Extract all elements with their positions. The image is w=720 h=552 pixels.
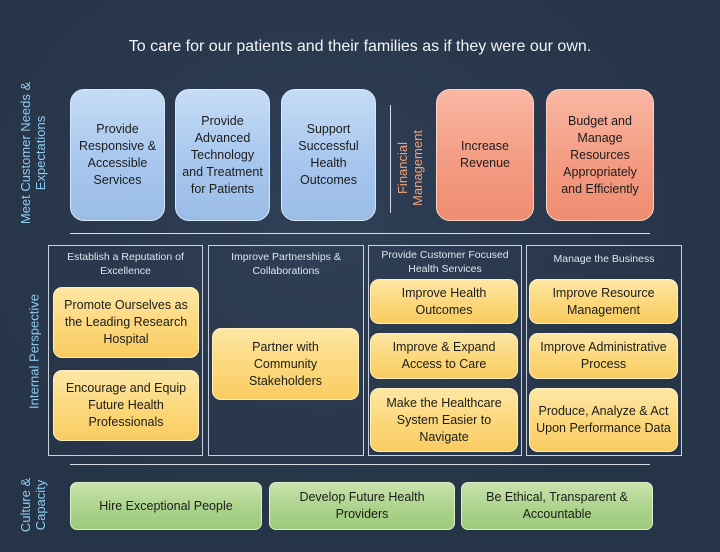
objective-administrative-process: Improve Administrative Process: [529, 333, 678, 379]
objective-ethical-accountable: Be Ethical, Transparent & Accountable: [461, 482, 653, 530]
objective-improve-health-outcomes: Improve Health Outcomes: [370, 279, 518, 324]
group-title: Establish a Reputation of Excellence: [67, 251, 184, 277]
objective-responsive-services: Provide Responsive & Accessible Services: [70, 89, 165, 221]
group-customer-focused: Provide Customer Focused Health Services: [368, 245, 522, 456]
internal-culture-divider: [70, 464, 650, 465]
customer-financial-divider: [390, 105, 391, 213]
culture-perspective-label: Culture & Capacity: [18, 477, 48, 533]
financial-perspective-label: Financial Management: [395, 130, 425, 206]
internal-perspective-label: Internal Perspective: [26, 294, 42, 409]
objective-promote-research: Promote Ourselves as the Leading Researc…: [53, 287, 199, 358]
group-title: Provide Customer Focused Health Services: [381, 249, 509, 275]
objective-budget-resources: Budget and Manage Resources Appropriatel…: [546, 89, 654, 221]
customer-internal-divider: [70, 233, 650, 234]
objective-resource-management: Improve Resource Management: [529, 279, 678, 324]
mission-statement: To care for our patients and their famil…: [128, 38, 592, 55]
objective-performance-data: Produce, Analyze & Act Upon Performance …: [529, 388, 678, 452]
objective-easier-navigation: Make the Healthcare System Easier to Nav…: [370, 388, 518, 452]
objective-advanced-technology: Provide Advanced Technology and Treatmen…: [175, 89, 270, 221]
customer-perspective-label: Meet Customer Needs & Expectations: [18, 81, 48, 225]
objective-develop-providers: Develop Future Health Providers: [269, 482, 455, 530]
group-partnerships: Improve Partnerships & Collaborations: [208, 245, 364, 456]
objective-health-outcomes: Support Successful Health Outcomes: [281, 89, 376, 221]
objective-expand-access: Improve & Expand Access to Care: [370, 333, 518, 379]
group-title: Manage the Business: [553, 253, 655, 265]
objective-increase-revenue: Increase Revenue: [436, 89, 534, 221]
objective-partner-community: Partner with Community Stakeholders: [212, 328, 359, 400]
objective-hire-people: Hire Exceptional People: [70, 482, 262, 530]
group-manage-business: Manage the Business: [526, 245, 682, 456]
group-title: Improve Partnerships & Collaborations: [231, 251, 341, 277]
group-reputation: Establish a Reputation of Excellence: [48, 245, 203, 456]
objective-future-professionals: Encourage and Equip Future Health Profes…: [53, 370, 199, 441]
